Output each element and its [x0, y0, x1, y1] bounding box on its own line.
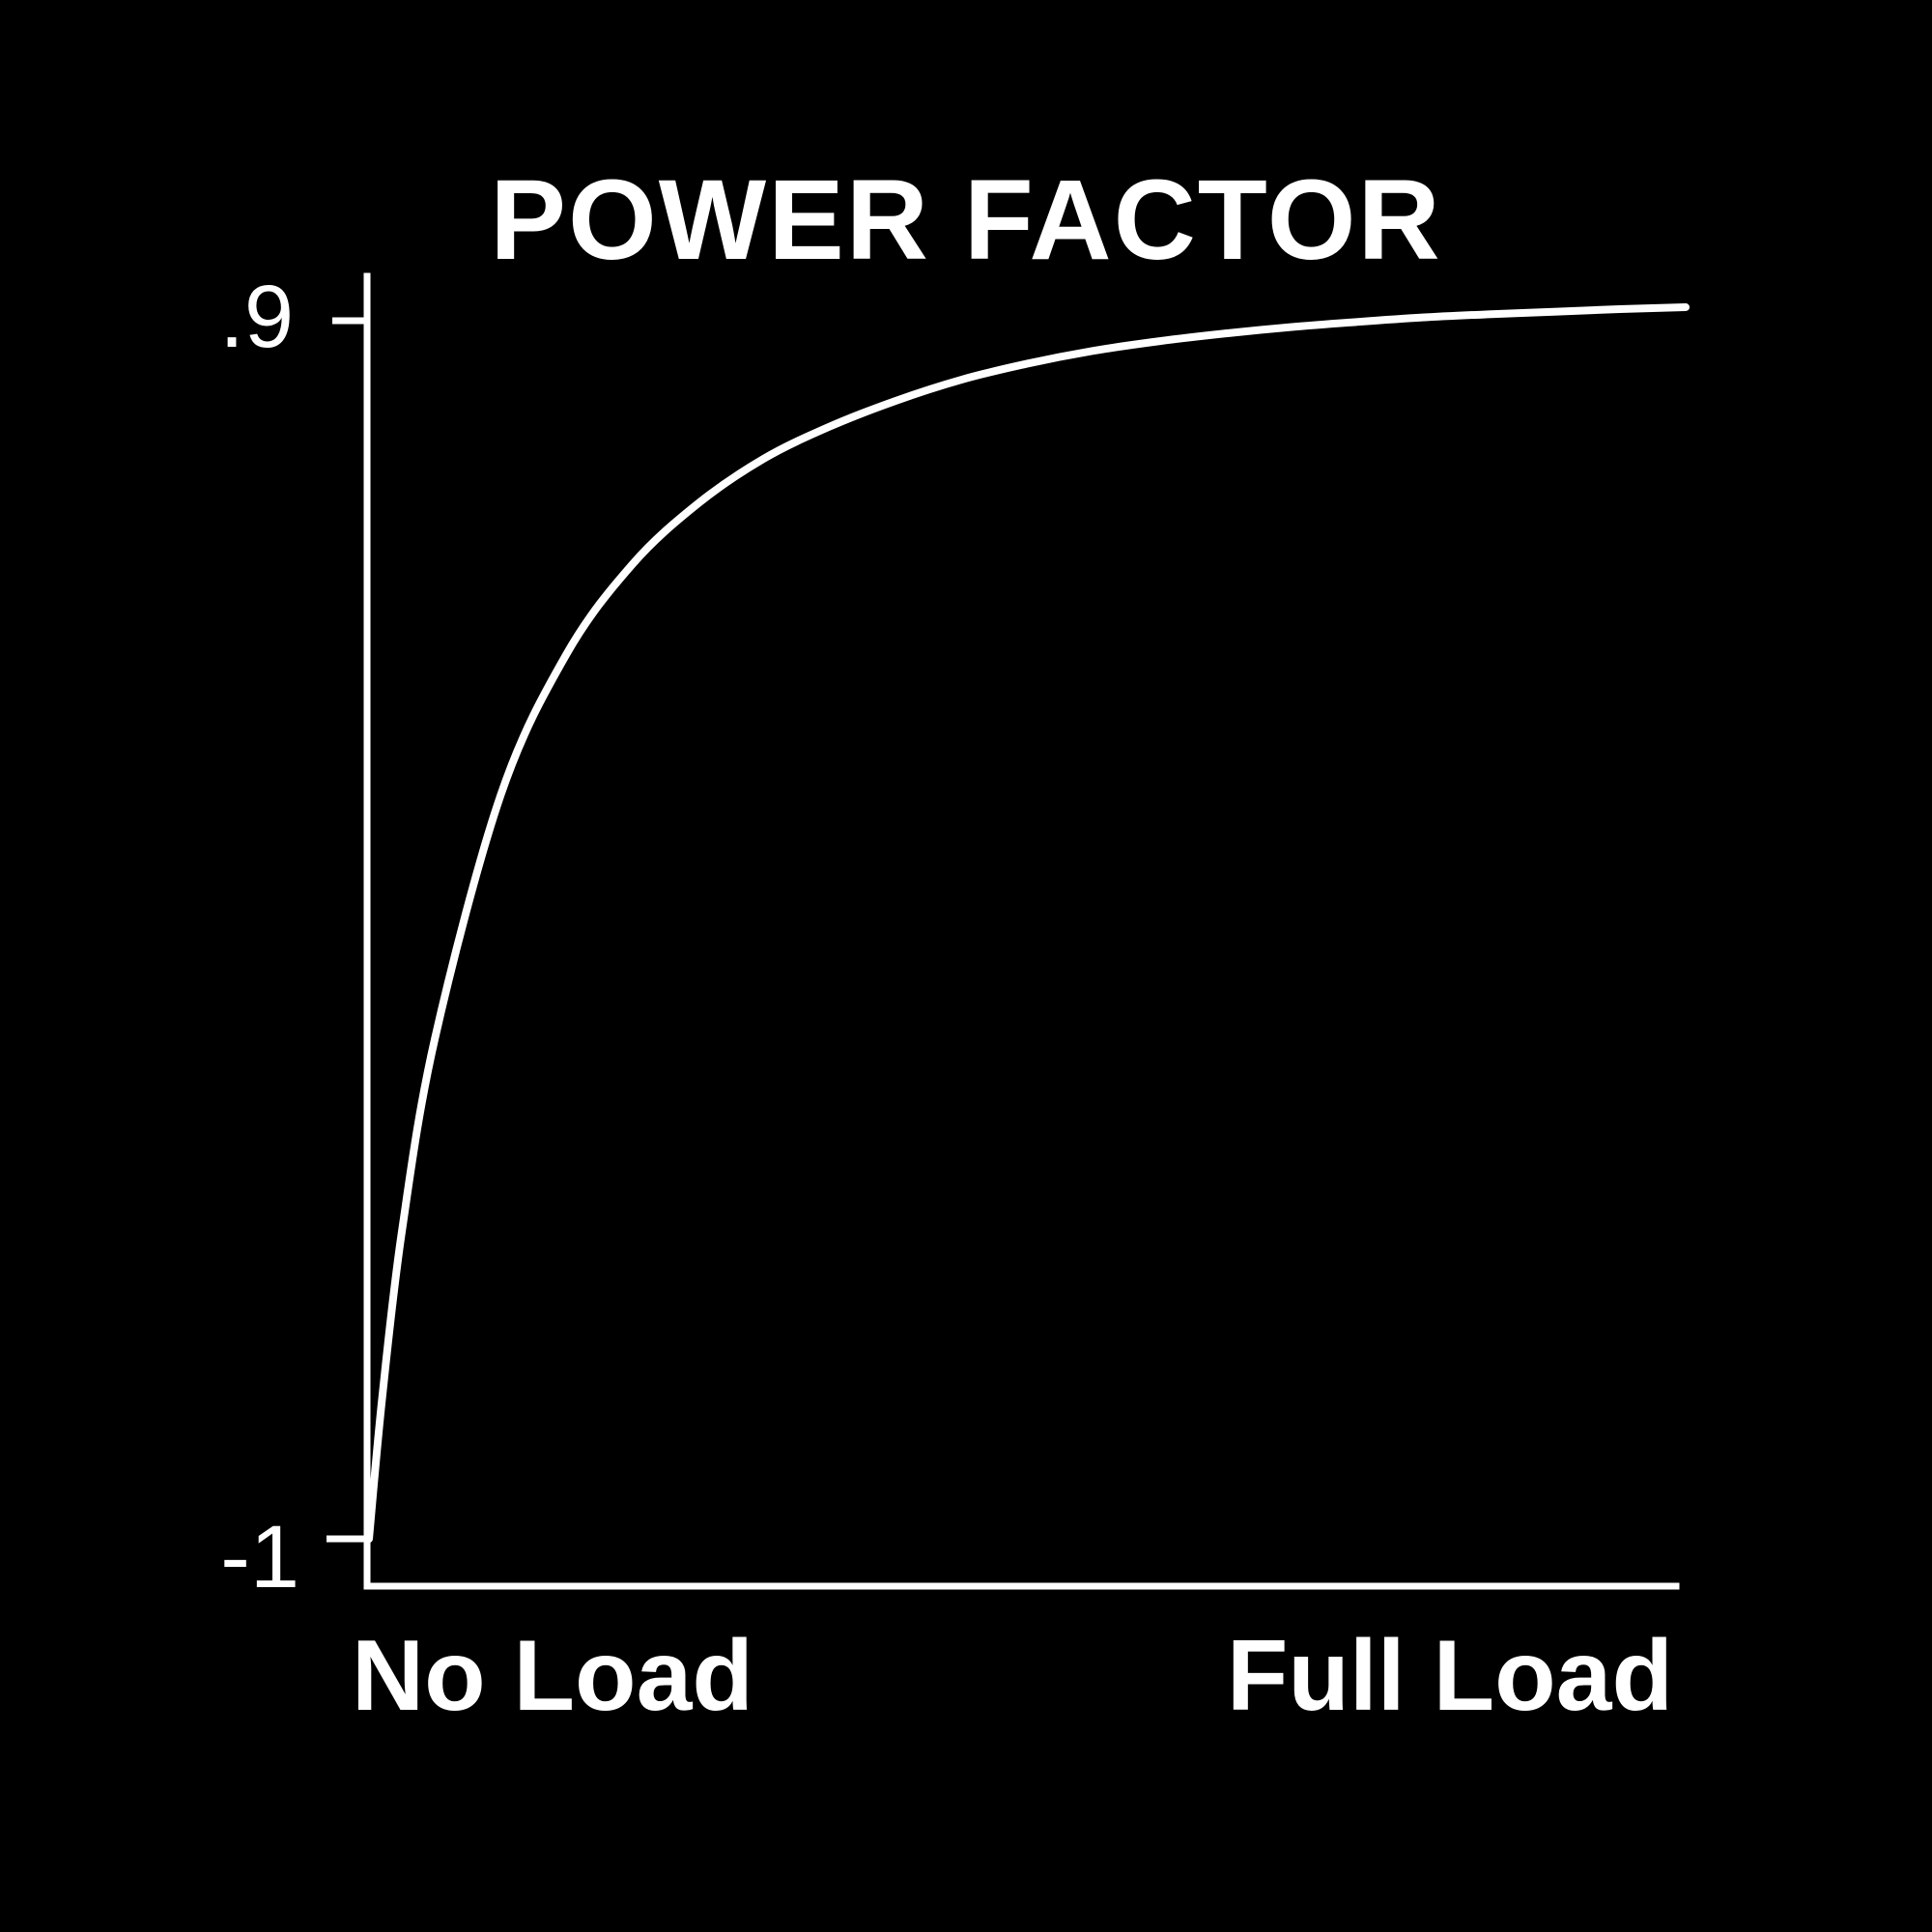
y-tick-label-top: .9	[219, 268, 294, 366]
y-tick-label-bottom: -1	[220, 1508, 299, 1606]
x-tick-label-left: No Load	[352, 1620, 753, 1732]
x-tick-label-right: Full Load	[1227, 1620, 1673, 1732]
series-layer	[365, 303, 1690, 1543]
series-line-0	[365, 303, 1690, 1543]
chart-title: POWER FACTOR	[490, 156, 1442, 284]
